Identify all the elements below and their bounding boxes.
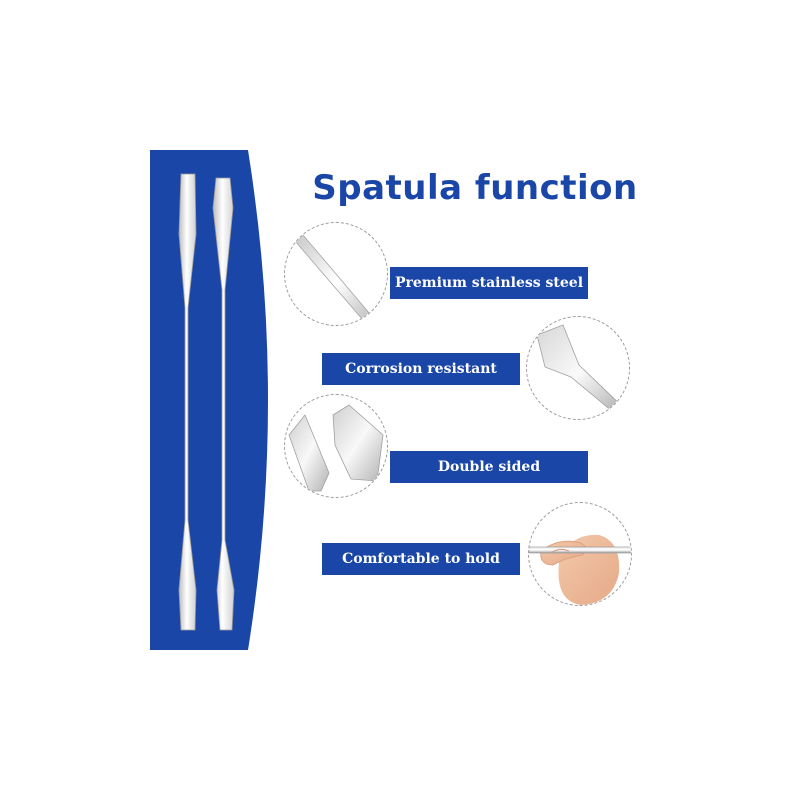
page-title: Spatula function: [312, 168, 638, 208]
spatula-pair-icon: [150, 150, 268, 650]
double-sided-tips-icon: [284, 394, 388, 498]
spatula-tip-closeup-icon: [526, 316, 630, 420]
feature-label-corrosion-resistant: Corrosion resistant: [322, 353, 520, 385]
feature-label-double-sided: Double sided: [390, 451, 588, 483]
steel-rod-closeup-icon: [284, 222, 388, 326]
product-image-panel: [150, 150, 280, 650]
hand-holding-icon: [528, 502, 632, 606]
feature-label-premium-steel: Premium stainless steel: [390, 267, 588, 299]
feature-label-comfortable-hold: Comfortable to hold: [322, 543, 520, 575]
